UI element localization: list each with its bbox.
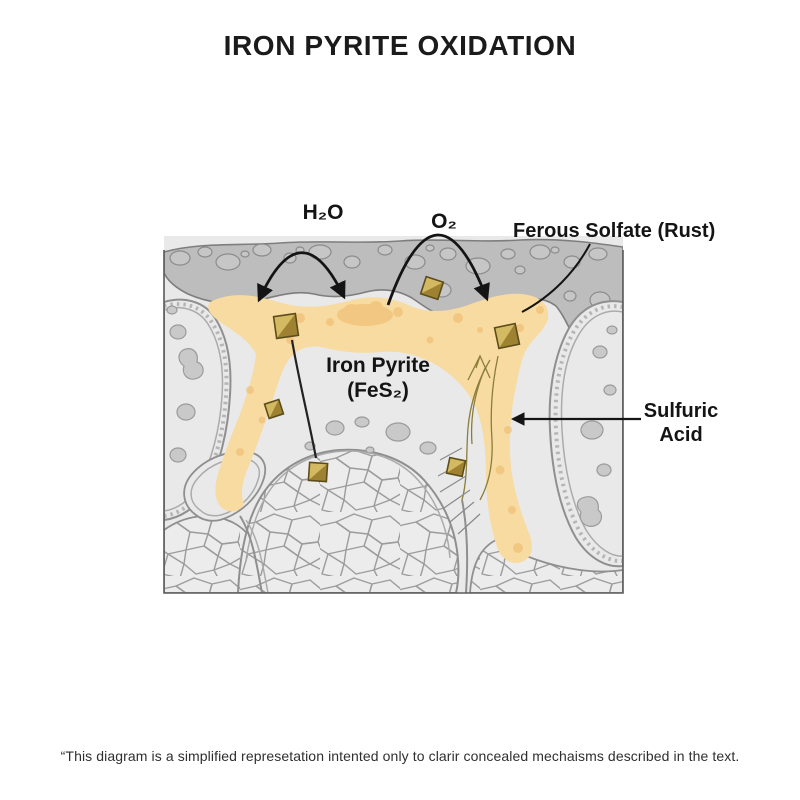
iron-pyrite-label-line2: (FeS₂) bbox=[347, 379, 409, 402]
water-arrow bbox=[257, 251, 346, 303]
water-label: H₂O bbox=[303, 201, 344, 224]
oxygen-label: O₂ bbox=[431, 210, 457, 233]
oxygen-arrow bbox=[386, 233, 490, 306]
pyrite-crystal bbox=[272, 312, 300, 340]
oxidation-spots bbox=[236, 301, 544, 553]
middle-pebbles bbox=[304, 416, 437, 455]
ferrous-sulfate-leader-line bbox=[521, 243, 591, 313]
sulfuric-acid-label-line1: Sulfuric bbox=[644, 400, 718, 422]
diagram-border bbox=[163, 250, 624, 594]
footnote: “This diagram is a simplified represetat… bbox=[60, 748, 740, 764]
rock-channel-lines bbox=[239, 499, 469, 593]
pyrite-crystal bbox=[493, 322, 521, 350]
ferrous-sulfate-label: Ferous Solfate (Rust) bbox=[513, 220, 715, 242]
right-boulder bbox=[548, 300, 623, 568]
cobble-mound bbox=[236, 448, 460, 593]
crack-pattern bbox=[437, 354, 499, 535]
pyrite-crystal bbox=[263, 398, 285, 420]
pyrite-crystal bbox=[307, 461, 329, 483]
sulfuric-acid-label-line2: Acid bbox=[659, 424, 702, 446]
oxidation-zone bbox=[208, 293, 549, 564]
pyrite-crystal bbox=[445, 456, 467, 478]
page-title: IRON PYRITE OXIDATION bbox=[223, 30, 577, 61]
crack-line bbox=[290, 339, 318, 459]
iron-pyrite-label-line1: Iron Pyrite bbox=[326, 354, 430, 377]
pyrite-crystal bbox=[419, 275, 445, 301]
